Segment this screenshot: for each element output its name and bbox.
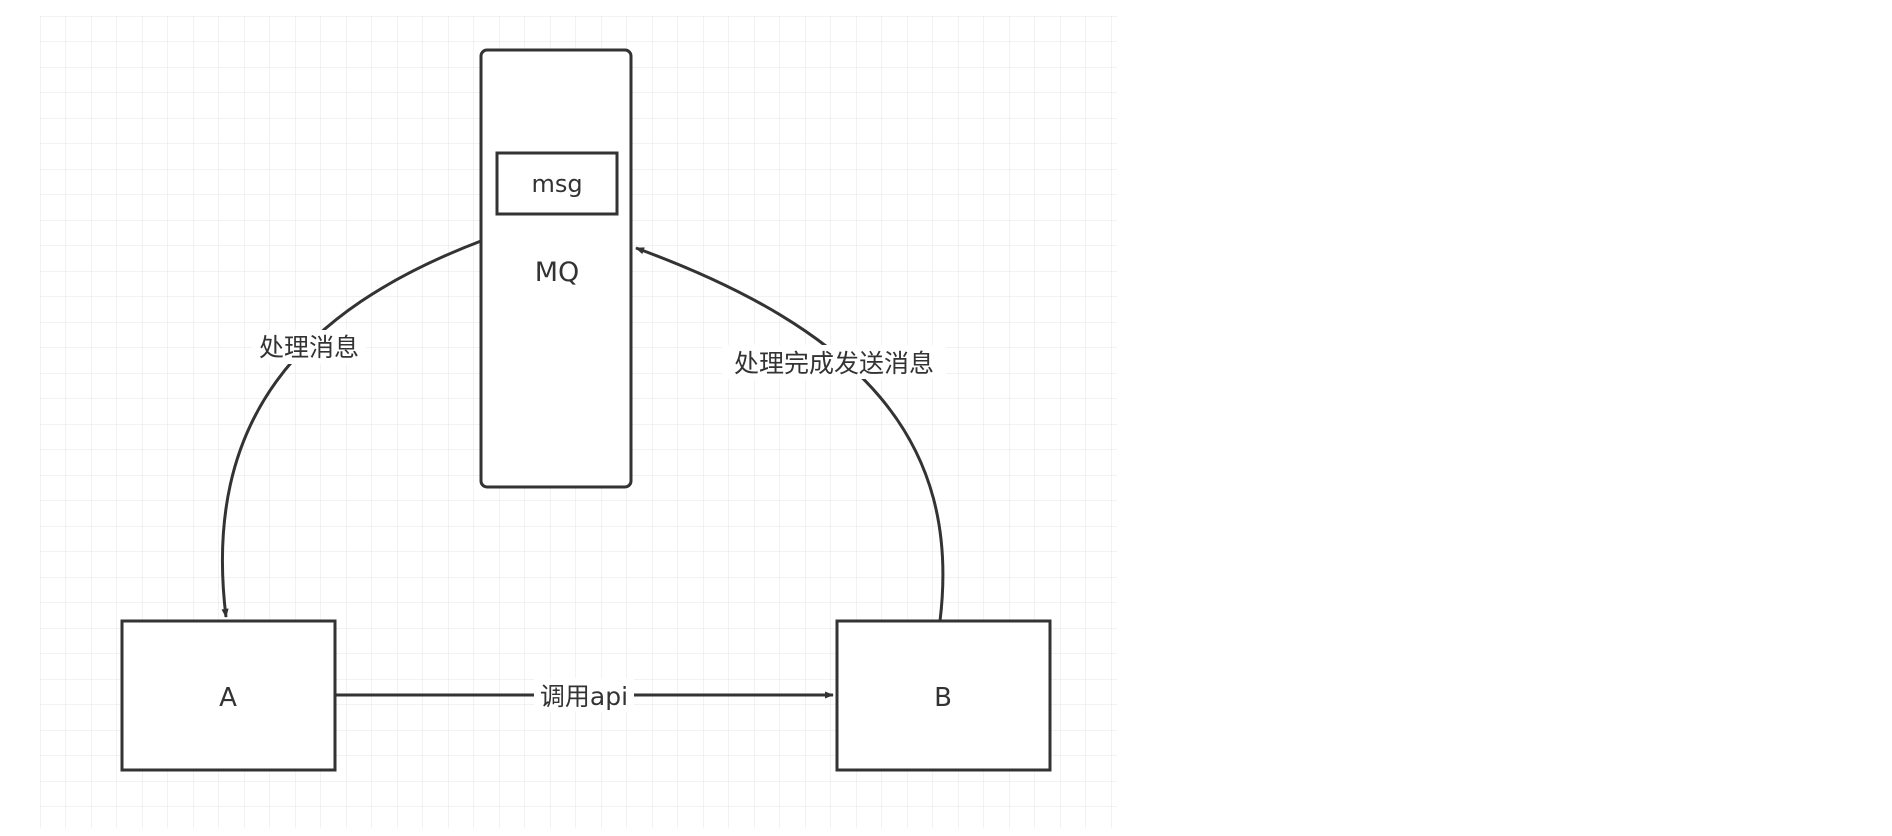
edge-b-to-mq-label: 处理完成发送消息	[734, 349, 934, 378]
msg-label: msg	[531, 170, 582, 198]
node-b-box[interactable]	[835, 619, 1052, 772]
edge-a-to-b[interactable]: 调用api	[335, 678, 834, 712]
edge-b-to-mq[interactable]: 处理完成发送消息	[635, 246, 946, 622]
mq-node[interactable]: msg MQ	[479, 48, 633, 489]
edge-a-to-b-label-bg	[534, 678, 634, 712]
edge-mq-to-a-label: 处理消息	[259, 333, 359, 362]
edge-mq-to-a-label-bg	[252, 330, 366, 364]
msg-node[interactable]: msg	[495, 151, 619, 216]
node-b[interactable]: B	[835, 619, 1052, 772]
node-a-label: A	[219, 683, 237, 713]
mq-label: MQ	[535, 257, 580, 288]
node-a[interactable]: A	[120, 619, 337, 772]
edge-a-to-b-label: 调用api	[540, 682, 628, 711]
msg-box[interactable]	[495, 151, 619, 216]
edge-mq-to-a[interactable]: 处理消息	[221, 239, 482, 618]
edge-b-to-mq-line[interactable]	[635, 246, 945, 622]
edge-b-to-mq-label-bg	[722, 345, 946, 379]
node-b-label: B	[934, 683, 952, 713]
edge-mq-to-a-line[interactable]	[221, 239, 482, 618]
